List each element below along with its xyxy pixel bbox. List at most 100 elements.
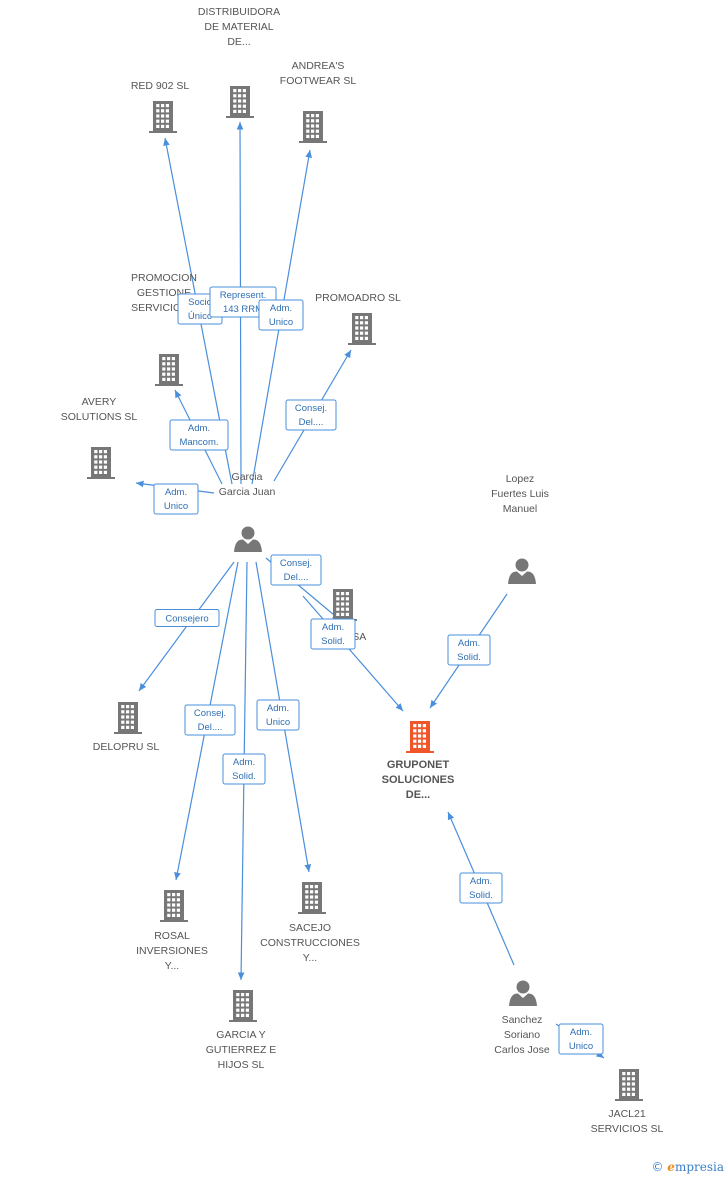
node-label: Manuel [503,503,537,515]
node-label: Y... [303,952,317,964]
node-promoadro[interactable]: PROMOADRO SL [315,292,401,345]
edge-badge-text: Consej. [295,403,327,414]
edge-garcia_juan-grupo [302,595,404,712]
brand-name: mpresia [674,1160,724,1174]
edges-layer [135,121,605,1059]
node-label: DISTRIBUIDORA [198,6,280,18]
building-icon [87,447,115,479]
building-icon [348,313,376,345]
edge-badge-garcia_juan-delopru[interactable]: Consejero [154,609,220,627]
person-icon [508,558,536,584]
building-icon [406,721,434,753]
edge-badge-text: Socio [188,297,212,308]
edge-badge-text: 143 RRM [223,304,263,315]
node-label: Soriano [504,1029,540,1041]
edge-badge-text: Del.... [198,722,223,733]
node-rosal[interactable]: ROSALINVERSIONESY... [136,890,208,972]
edge-badge-text: Unico [164,501,188,512]
building-icon [226,86,254,118]
node-label: GRUPONET [387,759,450,771]
edge-badge-text: Adm. [270,303,292,314]
building-icon [329,589,357,621]
building-icon [114,702,142,734]
edge-badge-text: Consejero [165,614,208,625]
edge-badge-text: Adm. [267,703,289,714]
edge-badge-text: Del.... [299,417,324,428]
edge-badge-garcia_juan-promocion[interactable]: Adm.Mancom. [169,419,229,451]
edge-badge-text: Adm. [570,1027,592,1038]
edge-badge-text: Represent. [220,290,266,301]
edge-badge-text: Solid. [469,890,493,901]
node-promocion[interactable]: PROMOCIONGESTIONESERVICIOS... [131,272,197,386]
node-delopru[interactable]: DELOPRU SL [93,702,160,753]
node-label: DE... [227,36,250,48]
node-label: DE MATERIAL [204,21,273,33]
building-icon [149,101,177,133]
node-label: Garcia [232,471,263,483]
node-label: Sanchez [502,1014,543,1026]
building-icon [615,1069,643,1101]
edge-badge-text: Adm. [188,423,210,434]
edge-badge-text: Solid. [321,636,345,647]
edge-badge-garcia_juan-grupo[interactable]: Adm.Solid. [310,618,356,650]
edge-badge-garcia_juan-promoadro[interactable]: Consej. Del.... [285,399,337,431]
node-label: Carlos Jose [494,1044,550,1056]
node-label: SOLUTIONS SL [61,411,138,423]
edge-badge-text: Solid. [457,652,481,663]
node-label: SERVICIOS SL [591,1123,664,1135]
edge-badge-text: Unico [269,317,293,328]
edge-badge-garcia_juan-tra[interactable]: Consej.Del.... [270,554,322,586]
node-label: AVERY [82,396,117,408]
edge-badge-sanchez-grupo[interactable]: Adm. Solid. [459,872,503,904]
node-label: GARCIA Y [216,1029,265,1041]
edge-badge-text: Consej. [194,708,226,719]
building-icon [160,890,188,922]
node-label: Fuertes Luis [491,488,549,500]
building-icon [298,882,326,914]
node-label: ANDREA'S [292,60,345,72]
edge-badge-garcia_juan-avery[interactable]: Adm.Unico [153,483,199,515]
edge-badge-text: Único [188,311,212,322]
node-distribuidora[interactable]: DISTRIBUIDORA DE MATERIAL DE... [198,6,280,118]
edge-badge-sanchez-jacl21[interactable]: Adm.Unico [558,1023,604,1055]
node-grupo[interactable]: GRUPONET SOLUCIONES DE... [382,721,455,801]
edge-badge-garcia_juan-sacejo[interactable]: Adm. Unico [256,699,300,731]
node-label: PROMOCION [131,272,197,284]
node-label: RED 902 SL [131,80,190,92]
edge-badge-garcia_juan-garcia_gut[interactable]: Adm. Solid. [222,753,266,785]
node-label: SACEJO [289,922,331,934]
node-sacejo[interactable]: SACEJOCONSTRUCCIONESY... [260,882,360,964]
building-icon [299,111,327,143]
node-avery[interactable]: AVERY SOLUTIONS SL [61,396,138,479]
node-label: SOLUCIONES [382,774,455,786]
node-label: Garcia Juan [219,486,276,498]
edge-badge-lopez-grupo[interactable]: Adm.Solid. [447,634,491,666]
node-label: Y... [165,960,179,972]
node-red902[interactable]: RED 902 SL [131,80,190,133]
node-label: FOOTWEAR SL [280,75,357,87]
edge-badge-text: Adm. [470,876,492,887]
node-label: DE... [406,789,430,801]
building-icon [155,354,183,386]
edge-badge-text: Solid. [232,771,256,782]
edge-badge-text: Adm. [233,757,255,768]
node-label: Lopez [506,473,535,485]
edge-badge-text: Consej. [280,558,312,569]
node-andreas[interactable]: ANDREA'S FOOTWEAR SL [280,60,357,143]
copyright-symbol: © [651,1160,664,1174]
edge-badge-text: Unico [266,717,290,728]
person-icon [509,980,537,1006]
node-label: ROSAL [154,930,190,942]
nodes-layer: RED 902 SL DISTRIBUIDORA DE MATERIAL DE... A… [61,6,664,1135]
edge-badge-garcia_juan-andreas[interactable]: Adm. Unico [258,299,304,331]
brand-initial: e [667,1160,675,1174]
edge-badge-garcia_juan-rosal[interactable]: Consej. Del.... [184,704,236,736]
person-icon [234,526,262,552]
